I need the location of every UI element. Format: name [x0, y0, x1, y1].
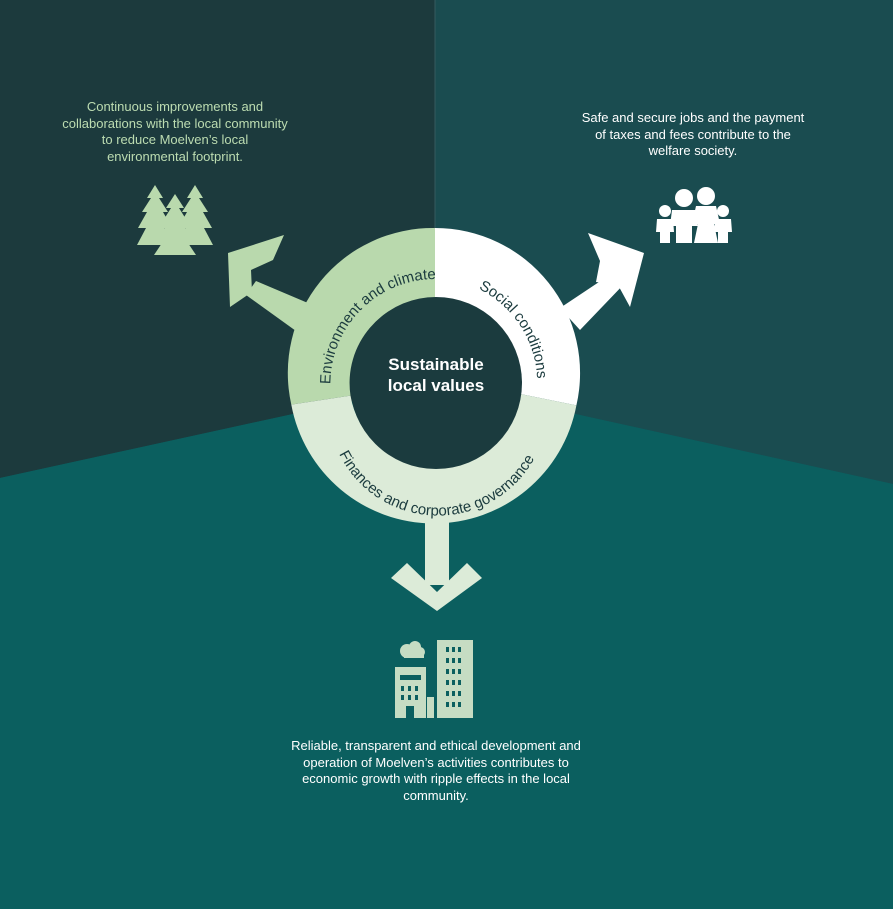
- center-title: Sustainable local values: [350, 354, 522, 396]
- arrow-social: [560, 233, 644, 330]
- ring-segment-social: [435, 227, 581, 406]
- social-description: Safe and secure jobs and the payment of …: [581, 110, 805, 158]
- finance-description: Reliable, transparent and ethical develo…: [291, 738, 581, 803]
- trees-icon: [137, 185, 213, 255]
- arrow-environment: [228, 235, 315, 331]
- ring-segment-finance: [291, 393, 577, 524]
- factory-buildings-icon: [395, 640, 473, 718]
- center-title-line-2: local values: [387, 376, 485, 395]
- center-title-line-1: Sustainable: [388, 355, 484, 374]
- ring-segment-environment: [287, 227, 435, 405]
- environment-description: Continuous improvements and collaboratio…: [62, 99, 288, 164]
- center-circle: [350, 297, 522, 469]
- family-icon: [656, 187, 732, 243]
